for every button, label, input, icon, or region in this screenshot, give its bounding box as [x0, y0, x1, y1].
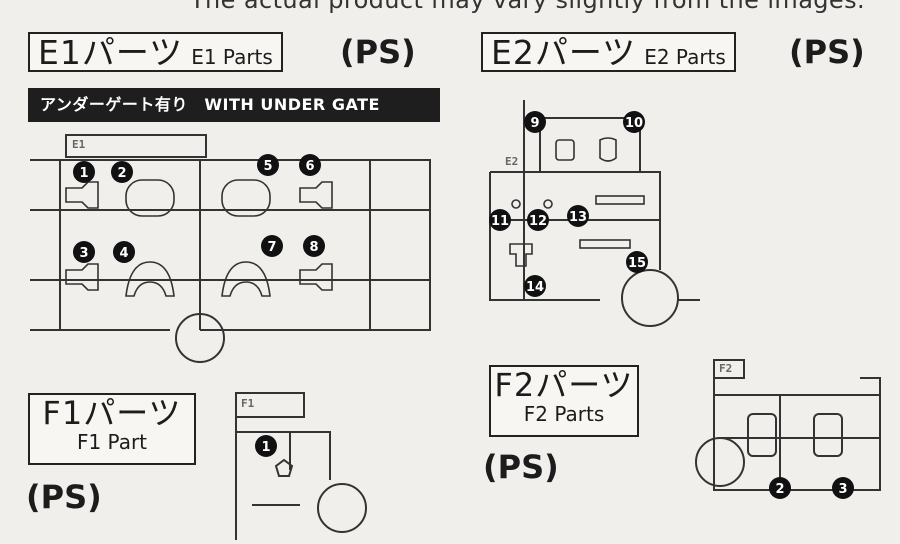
e2-part-14: 14 — [526, 280, 544, 295]
f2-parts-title: F2パーツ F2 Parts — [489, 365, 639, 437]
e1-parts-title: E1パーツ E1 Parts — [28, 32, 283, 72]
e1-part-2: 2 — [117, 166, 126, 181]
f2-runner-tag: F2 — [719, 362, 733, 375]
f1-part-number-markers: 1 — [255, 435, 277, 457]
f2-part-2: 2 — [775, 482, 784, 497]
e1-runner-frame — [30, 134, 431, 363]
e2-material: (PS) — [789, 33, 865, 71]
f2-runner-frame — [695, 359, 881, 491]
e2-part-9: 9 — [530, 116, 539, 131]
e1-title-en: E1 Parts — [191, 45, 273, 69]
under-gate-banner: アンダーゲート有り WITH UNDER GATE — [28, 88, 440, 122]
e2-part-number-markers: 9 10 11 12 13 14 15 — [489, 111, 648, 297]
e1-part-7: 7 — [267, 240, 276, 255]
e2-parts — [509, 137, 645, 267]
disclaimer-note: The actual product may vary slightly fro… — [190, 0, 866, 14]
e2-title-ja: E2パーツ — [491, 33, 637, 72]
e1-parts — [65, 179, 333, 297]
f2-part-3: 3 — [838, 482, 847, 497]
e2-part-10: 10 — [625, 116, 643, 131]
e1-part-8: 8 — [309, 240, 318, 255]
e1-part-4: 4 — [119, 246, 128, 261]
e2-title-en: E2 Parts — [644, 45, 726, 69]
e1-part-6: 6 — [305, 159, 314, 174]
e2-part-12: 12 — [529, 214, 547, 229]
f2-title-en: F2 Parts — [523, 402, 605, 426]
f1-part-1: 1 — [261, 440, 270, 455]
f1-runner-tag: F1 — [241, 397, 255, 410]
e2-part-13: 13 — [569, 210, 587, 225]
e1-part-number-markers: 1 2 3 4 5 6 7 8 — [73, 154, 325, 263]
f1-material: (PS) — [26, 478, 102, 516]
e1-runner-tag: E1 — [72, 138, 86, 151]
e1-part-5: 5 — [263, 159, 272, 174]
e2-part-11: 11 — [491, 214, 509, 229]
e2-part-15: 15 — [628, 256, 646, 271]
f1-title-en: F1 Part — [76, 430, 148, 454]
f1-parts-title: F1パーツ F1 Part — [28, 393, 196, 465]
e1-material: (PS) — [340, 33, 416, 71]
e2-runner-tag: E2 — [505, 155, 519, 168]
f2-material: (PS) — [483, 448, 559, 486]
e1-part-3: 3 — [79, 246, 88, 261]
f1-runner-frame — [235, 392, 367, 540]
e1-part-1: 1 — [79, 166, 88, 181]
e1-title-ja: E1パーツ — [38, 33, 184, 72]
e2-parts-title: E2パーツ E2 Parts — [481, 32, 736, 72]
f1-title-ja: F1パーツ — [42, 394, 182, 432]
f2-part-number-markers: 2 3 — [769, 477, 854, 499]
f2-title-ja: F2パーツ — [494, 366, 634, 404]
e2-runner-frame — [489, 100, 700, 327]
